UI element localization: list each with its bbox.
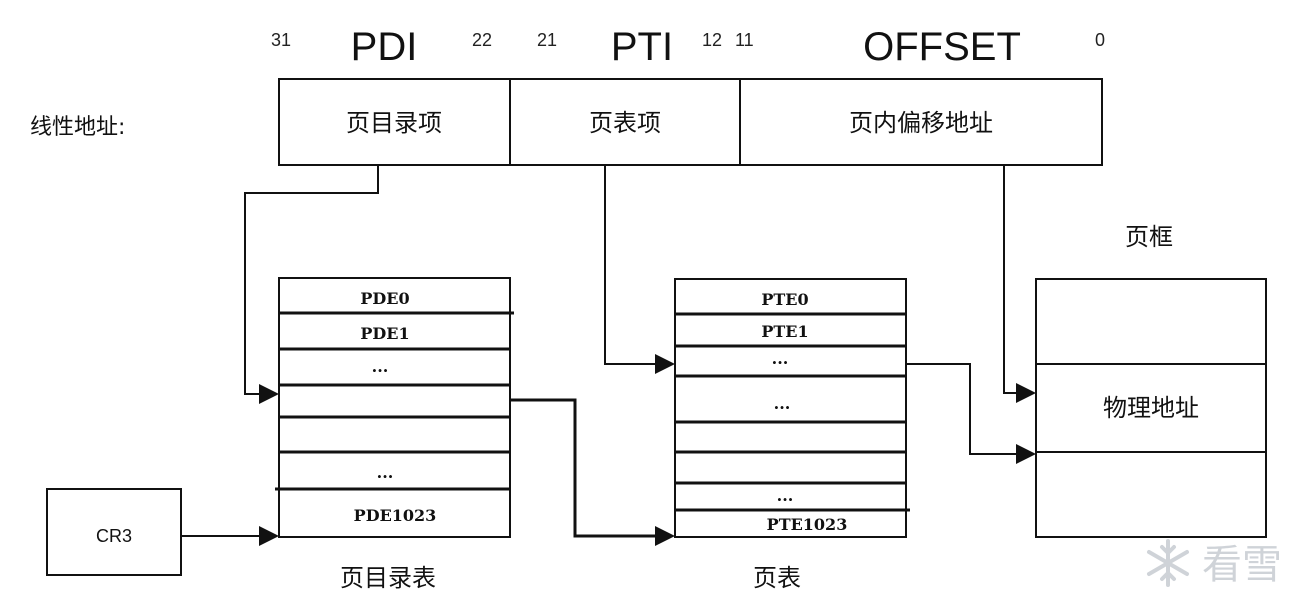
pdi-arrowhead <box>259 384 279 404</box>
field-name-pti: PTI <box>611 25 673 69</box>
pti-arrowhead <box>655 354 675 374</box>
field-page-offset: 页内偏移地址 <box>849 109 993 137</box>
cr3-label: CR3 <box>96 526 132 546</box>
physical-address-label: 物理地址 <box>1103 394 1199 422</box>
cr3-arrowhead <box>259 526 279 546</box>
page-frame-box <box>1035 278 1267 538</box>
pde-row-1023: PDE1023 <box>354 506 437 525</box>
table-to-frame-arrowhead <box>1016 444 1036 464</box>
pte-row-ellipsis-3: ... <box>777 486 794 505</box>
page-directory-frame <box>278 277 511 538</box>
cr3-register-box <box>46 488 182 576</box>
page-directory-table: PDE0 PDE1 ... ... PDE1023 页目录表 <box>275 277 514 592</box>
field-page-directory-entry: 页目录项 <box>346 109 442 137</box>
bit-0: 0 <box>1095 30 1105 50</box>
pde-row-1: PDE1 <box>360 324 409 343</box>
page-table-frame <box>674 278 907 538</box>
bit-11: 11 <box>735 30 754 50</box>
pte-row-ellipsis-1: ... <box>772 349 789 368</box>
page-frame-caption: 页框 <box>1125 223 1173 251</box>
bit-31: 31 <box>271 30 291 50</box>
field-name-offset: OFFSET <box>863 25 1021 69</box>
bit-22: 22 <box>472 30 492 50</box>
table-to-frame-wire <box>906 363 1019 455</box>
bit-12: 12 <box>702 30 722 50</box>
directory-to-table-wire <box>510 398 658 538</box>
page-frame: 页框 物理地址 <box>1035 223 1267 538</box>
page-directory-caption: 页目录表 <box>340 564 436 592</box>
directory-to-table-arrowhead <box>655 526 675 546</box>
pde-row-ellipsis-2: ... <box>377 463 394 482</box>
page-table-caption: 页表 <box>753 564 801 592</box>
pte-row-ellipsis-2: ... <box>774 394 791 413</box>
page-table: PTE0 PTE1 ... ... ... PTE1023 页表 <box>674 278 910 592</box>
linear-address-bar <box>278 78 1103 166</box>
linear-address-label: 线性地址: <box>30 115 125 140</box>
pti-to-table-wire <box>604 165 658 365</box>
pde-row-0: PDE0 <box>360 289 409 308</box>
watermark-text: 看雪 <box>1202 542 1282 588</box>
snowflake-icon <box>1147 539 1189 587</box>
offset-to-frame-wire <box>1003 165 1019 394</box>
pte-row-1023: PTE1023 <box>767 515 848 534</box>
pte-row-1: PTE1 <box>761 322 808 341</box>
pdi-to-directory-wire <box>244 165 379 395</box>
pte-row-0: PTE0 <box>761 290 808 309</box>
field-page-table-entry: 页表项 <box>589 109 661 137</box>
pde-row-ellipsis-1: ... <box>372 357 389 376</box>
bit-21: 21 <box>537 30 557 50</box>
watermark: 看雪 <box>1147 539 1282 588</box>
field-name-pdi: PDI <box>351 25 418 69</box>
offset-arrowhead <box>1016 383 1036 403</box>
